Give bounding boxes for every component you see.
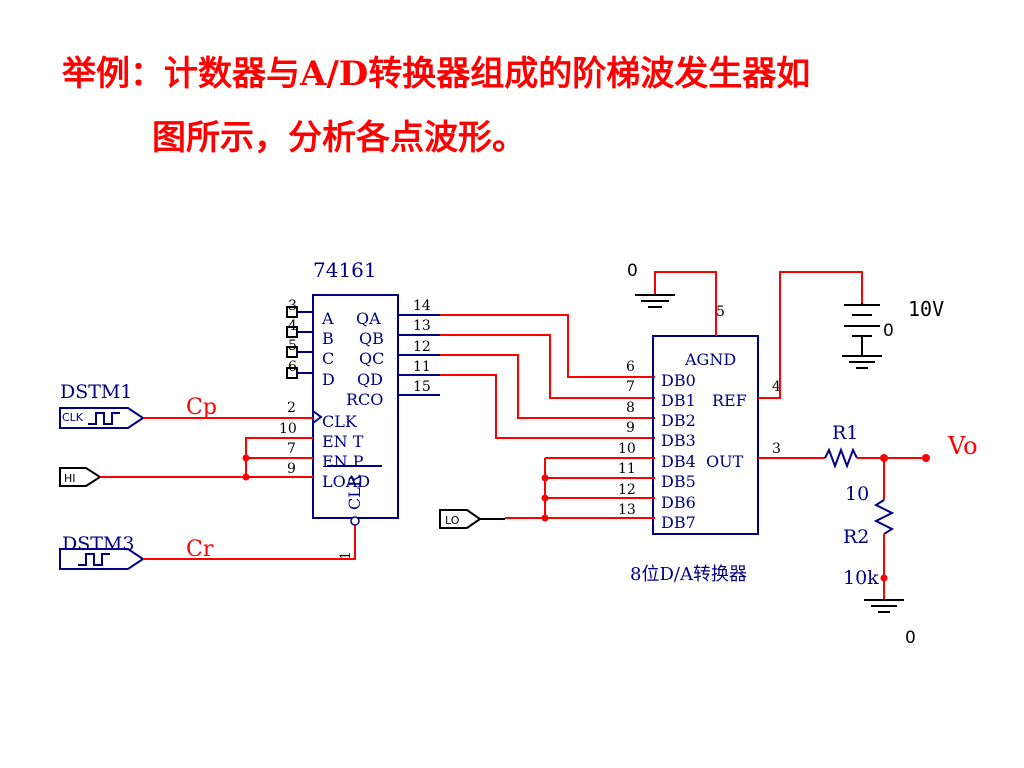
pin-num-qd: 11 (413, 359, 431, 375)
cp-label: Cp (186, 395, 217, 420)
clock-edge-marker (312, 410, 323, 424)
hi-source (59, 467, 102, 487)
lo-source (439, 509, 505, 529)
dstm3-source (59, 548, 145, 570)
dac-pin-db2: DB2 (661, 411, 696, 430)
dac-pin-db3: DB3 (661, 431, 696, 450)
counter-pin-d: D (322, 370, 335, 389)
supply-voltage-label: 10V (908, 297, 944, 321)
counter-pin-qc: QC (359, 349, 384, 368)
hi-wires (100, 437, 313, 481)
r2-value: 10k (843, 567, 879, 589)
dac-pin-num-out: 3 (772, 441, 781, 457)
counter-pin-c: C (322, 349, 334, 368)
battery-icon (842, 303, 882, 369)
r1-name: R1 (832, 422, 858, 444)
pin-num-load: 9 (287, 461, 296, 477)
counter-pin-a: A (321, 309, 334, 328)
r2-name: R2 (843, 526, 869, 548)
dac-pin-db5: DB5 (661, 472, 696, 491)
pin-num-qb: 13 (413, 318, 431, 334)
r1-value: 10 (845, 483, 869, 505)
clk-tag: CLK (62, 411, 84, 424)
dac-pin-num-13: 13 (618, 502, 636, 518)
dac-pin-num-7: 7 (626, 379, 635, 395)
dac-pin-num-6: 6 (626, 359, 635, 375)
counter-pin-enp: EN P (322, 452, 364, 471)
slide-title-line-1: 举例：计数器与A/D转换器组成的阶梯波发生器如 (62, 54, 811, 94)
pin-num-a: 3 (288, 298, 297, 314)
dac-pin-num-11: 11 (618, 461, 636, 477)
pin-num-c: 5 (288, 338, 297, 354)
pin-num-clr: 1 (338, 551, 354, 560)
dac-body (652, 335, 759, 535)
pin-num-enp: 7 (287, 441, 296, 457)
resistor-r2 (873, 499, 895, 535)
ground-label-agnd: 0 (627, 261, 638, 281)
ref-wire (758, 271, 863, 399)
resistor-r1 (824, 447, 858, 469)
counter-name: 74161 (313, 258, 377, 282)
counter-pin-qd: QD (357, 370, 383, 389)
agnd-wire (654, 271, 717, 336)
counter-pin-qb: QB (359, 329, 384, 348)
pin-num-rco: 15 (413, 379, 431, 395)
cr-wire (143, 525, 356, 560)
dstm1-clock-source (59, 407, 145, 429)
pin-num-b: 4 (288, 318, 297, 334)
ground-icon (635, 294, 675, 308)
counter-pin-rco: RCO (346, 390, 383, 409)
dac-pin-num-agnd: 5 (716, 304, 725, 320)
dac-pin-out: OUT (706, 452, 744, 471)
slide-title-line-2: 图所示，分析各点波形。 (152, 118, 526, 158)
counter-pin-clk: CLK (322, 412, 358, 431)
dac-caption: 8位D/A转换器 (630, 564, 747, 585)
counter-output-stubs (398, 314, 440, 396)
hi-label: HI (64, 472, 76, 485)
clr-inversion-bubble (350, 516, 360, 526)
dac-pin-num-8: 8 (626, 400, 635, 416)
counter-pin-b: B (322, 329, 334, 348)
dac-pin-agnd: AGND (684, 350, 736, 369)
counter-pin-clr: CLR (345, 474, 364, 510)
dac-pin-db0: DB0 (661, 371, 696, 390)
counter-pin-ent: EN T (322, 432, 364, 451)
dac-pin-db7: DB7 (661, 513, 696, 532)
dac-pin-num-ref: 4 (772, 379, 781, 395)
ground-label-supply: 0 (883, 321, 894, 341)
pin-num-d: 6 (288, 359, 297, 375)
dstm3-label: DSTM3 (62, 533, 134, 555)
ground-icon (864, 599, 904, 613)
vo-label: Vo (947, 432, 978, 460)
ground-label-r2: 0 (905, 628, 916, 648)
dstm1-label: DSTM1 (60, 381, 132, 403)
counter-abcd-inputs (286, 306, 313, 379)
lo-bus-wires (505, 457, 655, 522)
pin-num-qc: 12 (413, 339, 431, 355)
pin-num-clk: 2 (287, 400, 296, 416)
dac-pin-num-10: 10 (618, 441, 636, 457)
counter-pin-qa: QA (356, 309, 381, 328)
dac-pin-db6: DB6 (661, 493, 696, 512)
pin-num-qa: 14 (413, 298, 431, 314)
counter-pin-load: LOAD (322, 472, 370, 491)
pin-num-ent: 10 (279, 421, 297, 437)
dac-pin-ref: REF (712, 391, 747, 410)
lo-label: LO (445, 514, 460, 527)
dac-pin-db1: DB1 (661, 391, 696, 410)
dac-pin-db4: DB4 (661, 452, 696, 471)
dac-pin-num-12: 12 (618, 482, 636, 498)
cr-label: Cr (186, 537, 214, 562)
dac-pin-num-9: 9 (626, 420, 635, 436)
data-bus-wires (440, 314, 655, 439)
